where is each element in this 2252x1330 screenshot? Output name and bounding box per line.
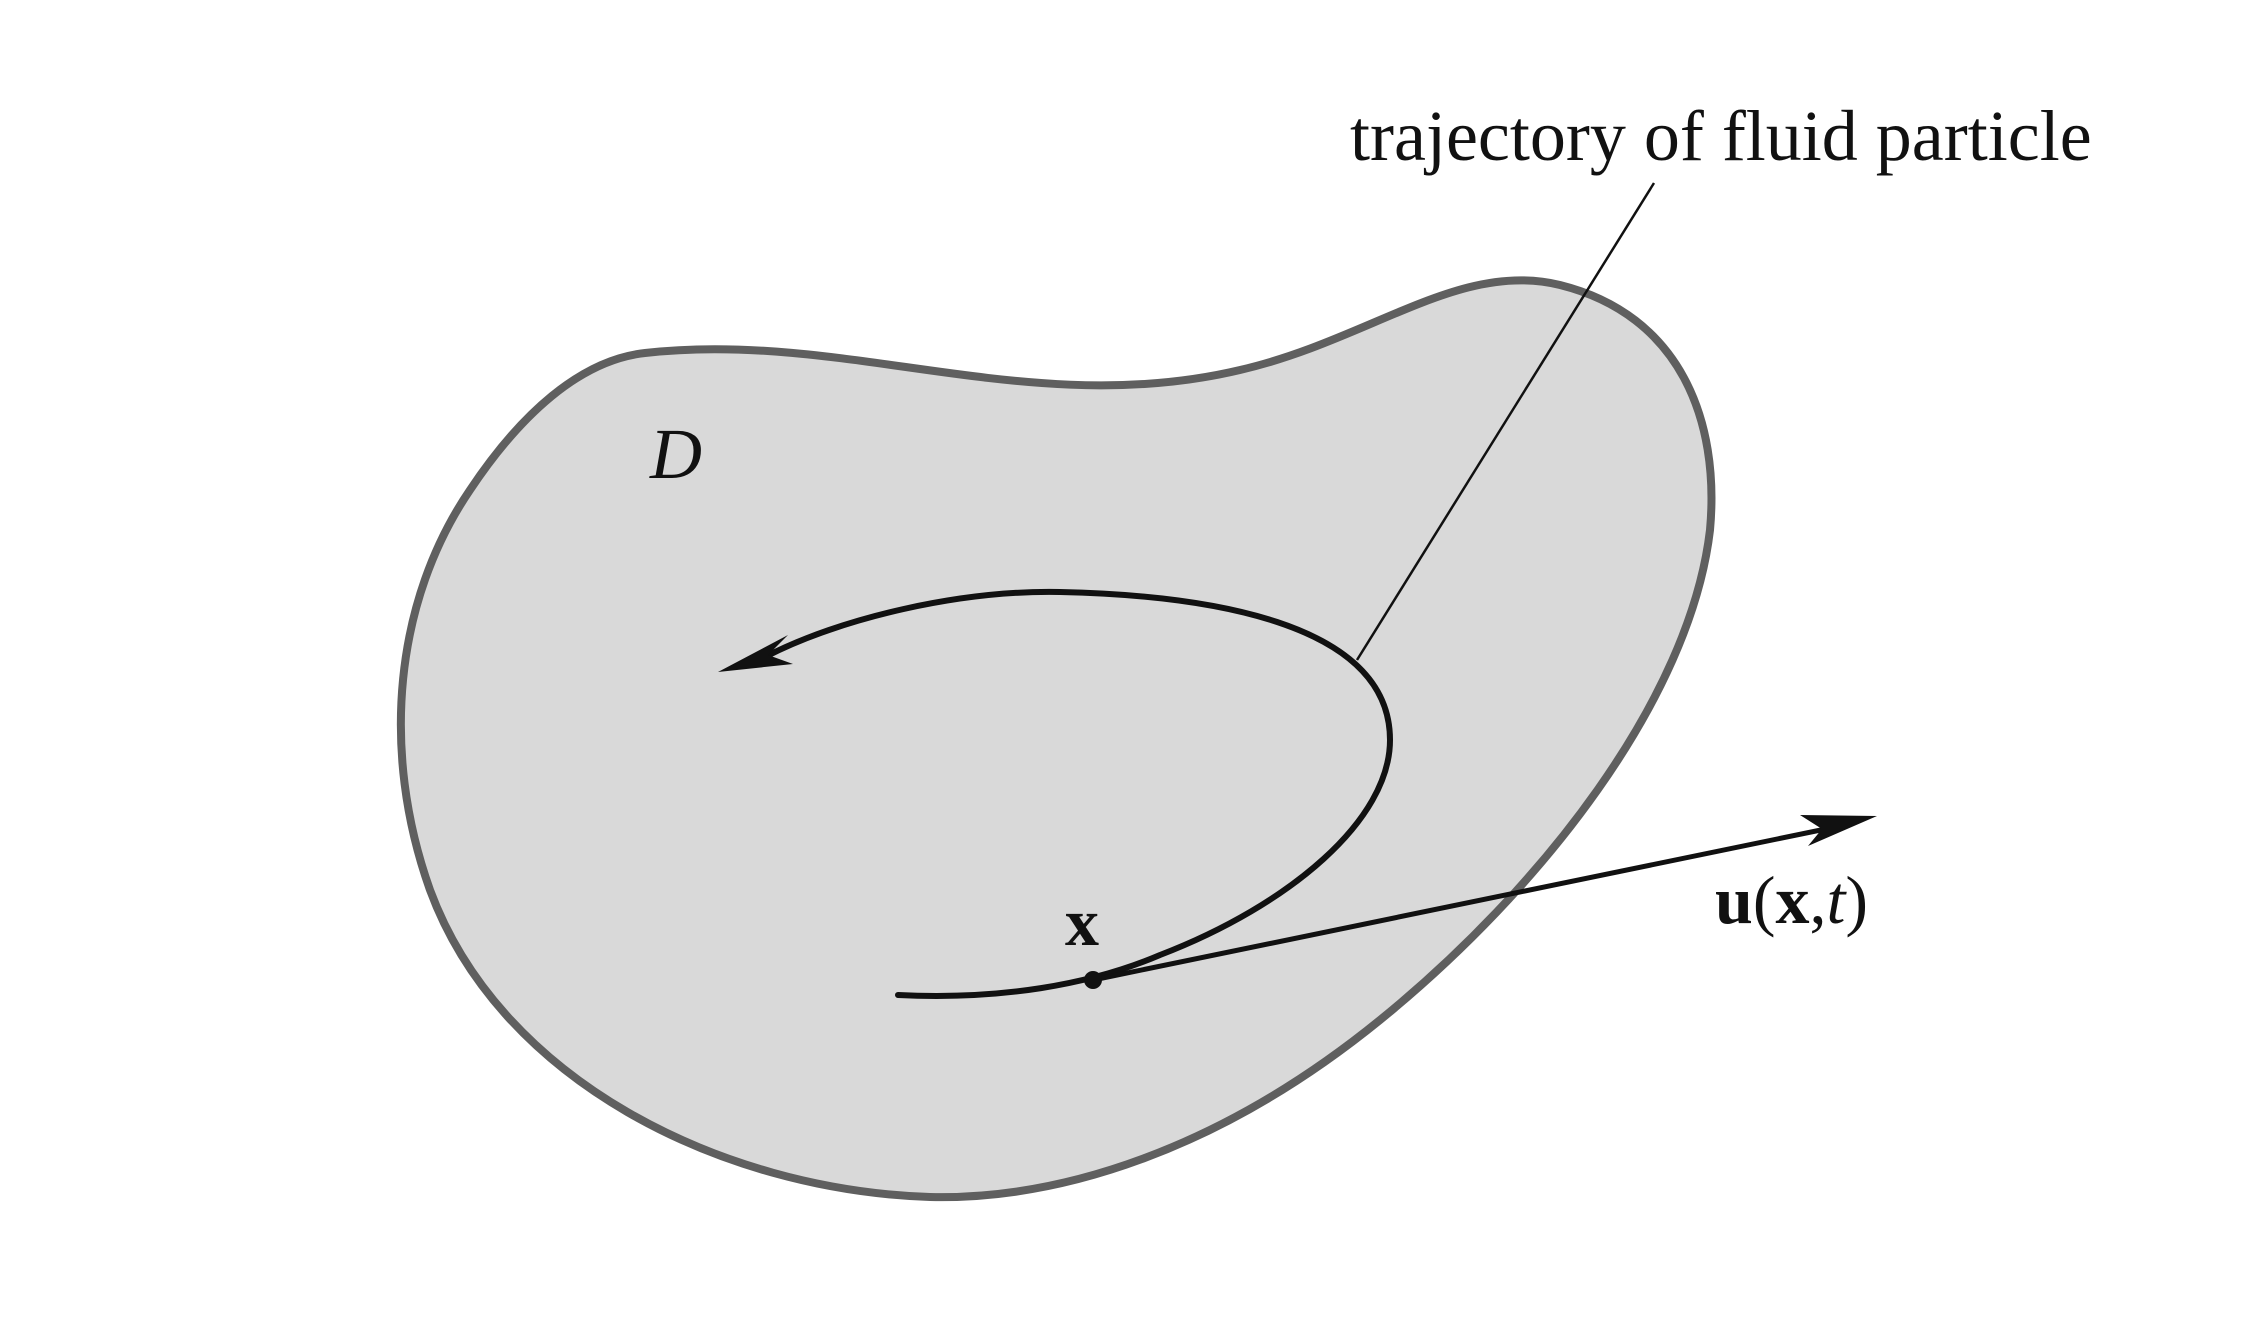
velocity-arrowhead	[1800, 815, 1877, 846]
velocity-label: u(x,t)	[1715, 862, 1868, 938]
region-d-shape	[396, 276, 1716, 1202]
velocity-open-paren: (	[1753, 862, 1776, 938]
trajectory-arrowhead	[718, 635, 793, 672]
point-label: x	[1065, 884, 1099, 960]
velocity-symbol-u: u	[1715, 862, 1753, 938]
velocity-vector-line	[1092, 821, 1851, 983]
velocity-close-paren: )	[1845, 862, 1868, 938]
velocity-symbol-t: t	[1826, 862, 1847, 938]
trajectory-label: trajectory of fluid particle	[1350, 96, 2092, 176]
velocity-comma: ,	[1809, 862, 1826, 938]
trajectory-curve	[762, 588, 1394, 999]
region-label: D	[649, 414, 702, 494]
trajectory-leader-line	[1355, 182, 1656, 661]
particle-point	[1084, 971, 1102, 989]
velocity-symbol-x: x	[1775, 862, 1809, 938]
